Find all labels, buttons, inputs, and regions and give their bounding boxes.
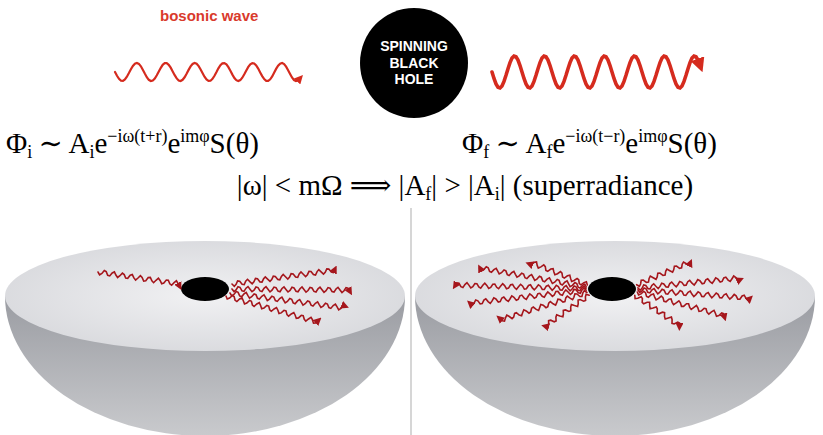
node-label: SPINNING BLACK HOLE (376, 38, 452, 88)
wave-label: bosonic wave (160, 7, 258, 24)
superscript: imφ (180, 126, 209, 146)
hemisphere-top (5, 241, 405, 351)
superscript: −iω(t−r) (565, 126, 625, 146)
ray (635, 295, 680, 327)
formula-text: Φ (462, 127, 483, 159)
formula-line: Φf∼ Afe−iω(t−r)eimφS(θ) (462, 126, 717, 163)
subscript: i (89, 142, 94, 162)
formula-line: |ω| < mΩ ⟹ |Af| > |Ai| (superradiance) (237, 168, 693, 205)
formula-text: Φ (6, 127, 27, 159)
subscript: f (546, 142, 552, 162)
formula-text: e (94, 127, 107, 159)
ray (545, 294, 589, 327)
formula-text: | > |A (431, 169, 494, 201)
subscript: i (495, 184, 500, 204)
subscript: i (27, 142, 32, 162)
ray (529, 262, 587, 285)
black-hole-disk (588, 277, 636, 301)
formula-text: e (625, 127, 638, 159)
black-hole-disk (181, 277, 229, 301)
black-hole-circle: SPINNING BLACK HOLE (360, 8, 468, 118)
incident-wave (115, 63, 300, 81)
formula-text: e (167, 127, 180, 159)
ray (98, 271, 180, 287)
hemisphere-top (415, 241, 815, 351)
amplified-wave (492, 56, 700, 88)
formula-text: e (552, 127, 565, 159)
superscript: −iω(t+r) (107, 126, 167, 146)
formula-text: S(θ) (210, 127, 259, 159)
formula-line: Φi∼ Aie−iω(t+r)eimφS(θ) (6, 126, 259, 163)
superscript: imφ (638, 126, 667, 146)
divider-line (410, 208, 412, 435)
ray (638, 276, 740, 290)
subscript: f (483, 142, 489, 162)
formula-text: ∼ A (39, 127, 90, 159)
ray (232, 269, 335, 286)
ray (230, 292, 345, 310)
formula-text: |ω| < mΩ ⟹ |A (237, 169, 426, 201)
ray (226, 296, 319, 324)
subscript: f (425, 184, 431, 204)
formula-text: S(θ) (668, 127, 717, 159)
formula-text: ∼ A (496, 127, 547, 159)
ray (232, 287, 350, 293)
formula-text: | (superradiance) (500, 169, 693, 201)
